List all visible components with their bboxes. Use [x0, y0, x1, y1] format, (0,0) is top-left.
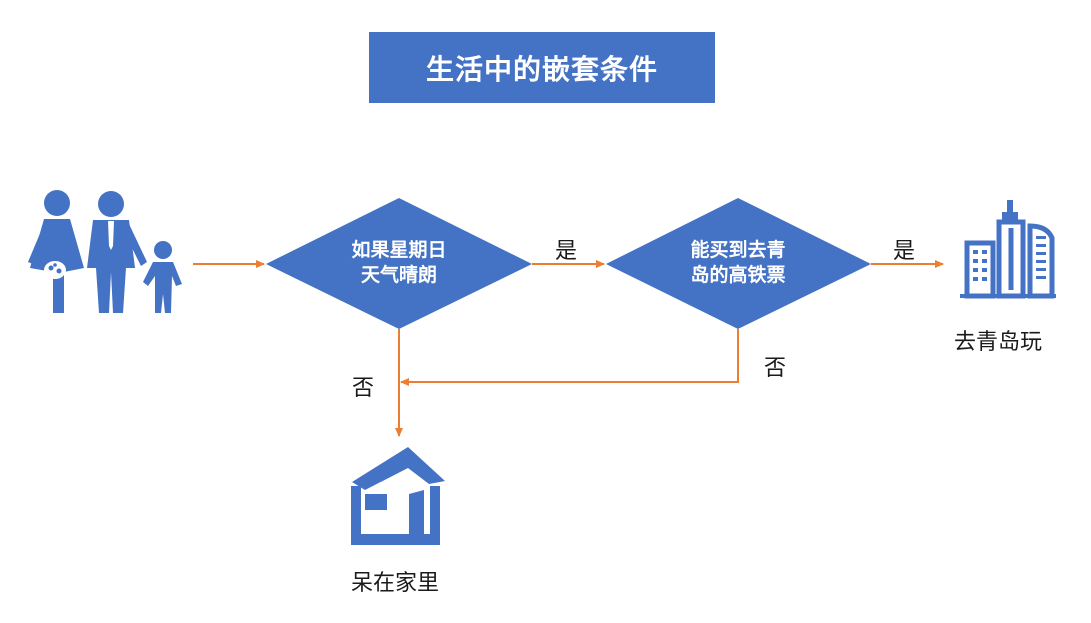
title-banner: 生活中的嵌套条件 — [369, 32, 715, 103]
city-windows — [973, 236, 1046, 281]
edge-label-yes-2: 是 — [893, 239, 916, 264]
decision-weather-line1: 如果星期日 — [351, 239, 447, 261]
decision-diamond-weather — [266, 198, 532, 329]
arrow-cond2-no — [400, 329, 739, 386]
outcome-label-stay-home: 呆在家里 — [351, 571, 440, 596]
city-buildings-icon — [960, 200, 1056, 299]
decision-label-weather: 如果星期日 天气晴朗 — [331, 238, 467, 288]
outcome-label-go-qingdao: 去青岛玩 — [954, 330, 1043, 355]
edge-label-no-2: 否 — [764, 356, 787, 381]
edge-label-no-1: 否 — [352, 376, 375, 401]
page-title: 生活中的嵌套条件 — [425, 52, 658, 86]
decision-ticket-line2: 岛的高铁票 — [690, 264, 786, 286]
edge-label-yes-1: 是 — [555, 239, 578, 264]
decision-ticket-line1: 能买到去青 — [690, 239, 786, 261]
family-icon — [28, 190, 182, 313]
decision-label-ticket: 能买到去青 岛的高铁票 — [670, 238, 806, 288]
house-icon — [351, 447, 445, 545]
decision-weather-line2: 天气晴朗 — [360, 264, 437, 286]
decision-diamond-ticket — [606, 198, 871, 329]
